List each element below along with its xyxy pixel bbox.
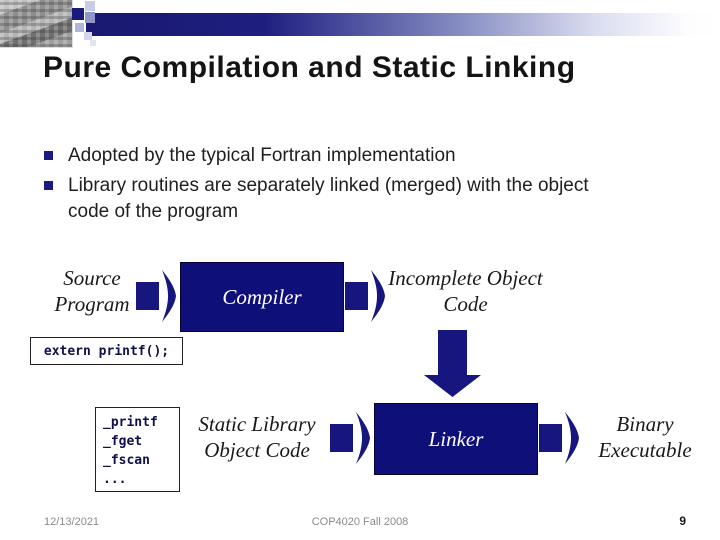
mosaic-square-icon: [75, 23, 84, 32]
incomplete-object-code-label: Incomplete Object Code: [388, 266, 543, 316]
banner-gradient-bar: [86, 13, 720, 36]
flow-arrow-right-icon: [330, 412, 370, 464]
flow-arrow-right-icon: [345, 270, 385, 322]
bullet-item: Adopted by the typical Fortran implement…: [44, 143, 589, 169]
extern-declaration-text: extern printf();: [43, 343, 170, 359]
bullet-list: Adopted by the typical Fortran implement…: [44, 143, 589, 229]
footer-date: 12/13/2021: [44, 516, 100, 528]
bullet-square-icon: [44, 151, 53, 160]
mosaic-square-icon: [84, 32, 92, 40]
mosaic-square-icon: [90, 40, 96, 46]
library-symbol: ...: [103, 472, 127, 487]
library-symbol: _printf: [103, 415, 158, 430]
library-symbols-box: _printf _fget _fscan ...: [95, 407, 180, 492]
flow-arrow-right-icon: [136, 270, 176, 322]
mosaic-square-icon: [72, 8, 84, 20]
slide-title: Pure Compilation and Static Linking: [43, 51, 576, 84]
compiler-node: Compiler: [180, 262, 344, 332]
footer-course: COP4020 Fall 2008: [311, 516, 409, 528]
library-symbol: _fscan: [103, 453, 150, 468]
source-program-label: Source Program: [54, 266, 130, 316]
extern-declaration-box: extern printf();: [30, 337, 183, 365]
mosaic-square-icon: [85, 1, 95, 11]
bullet-square-icon: [44, 181, 53, 190]
binary-executable-label: Binary Executable: [598, 412, 692, 462]
campus-photo: [0, 0, 73, 48]
flow-arrow-down-icon: [424, 330, 481, 397]
mosaic-square-icon: [85, 12, 95, 23]
compiler-label: Compiler: [222, 284, 302, 309]
static-library-label: Static Library Object Code: [198, 412, 316, 462]
linker-node: Linker: [374, 403, 538, 475]
linker-label: Linker: [428, 426, 484, 451]
bullet-text: Adopted by the typical Fortran implement…: [68, 145, 456, 166]
library-symbol: _fget: [103, 434, 143, 449]
bullet-item: Library routines are separately linked (…: [44, 173, 589, 225]
flow-arrow-right-icon: [539, 412, 579, 464]
bullet-text: Library routines are separately linked (…: [68, 175, 589, 222]
page-number: 9: [679, 514, 686, 528]
